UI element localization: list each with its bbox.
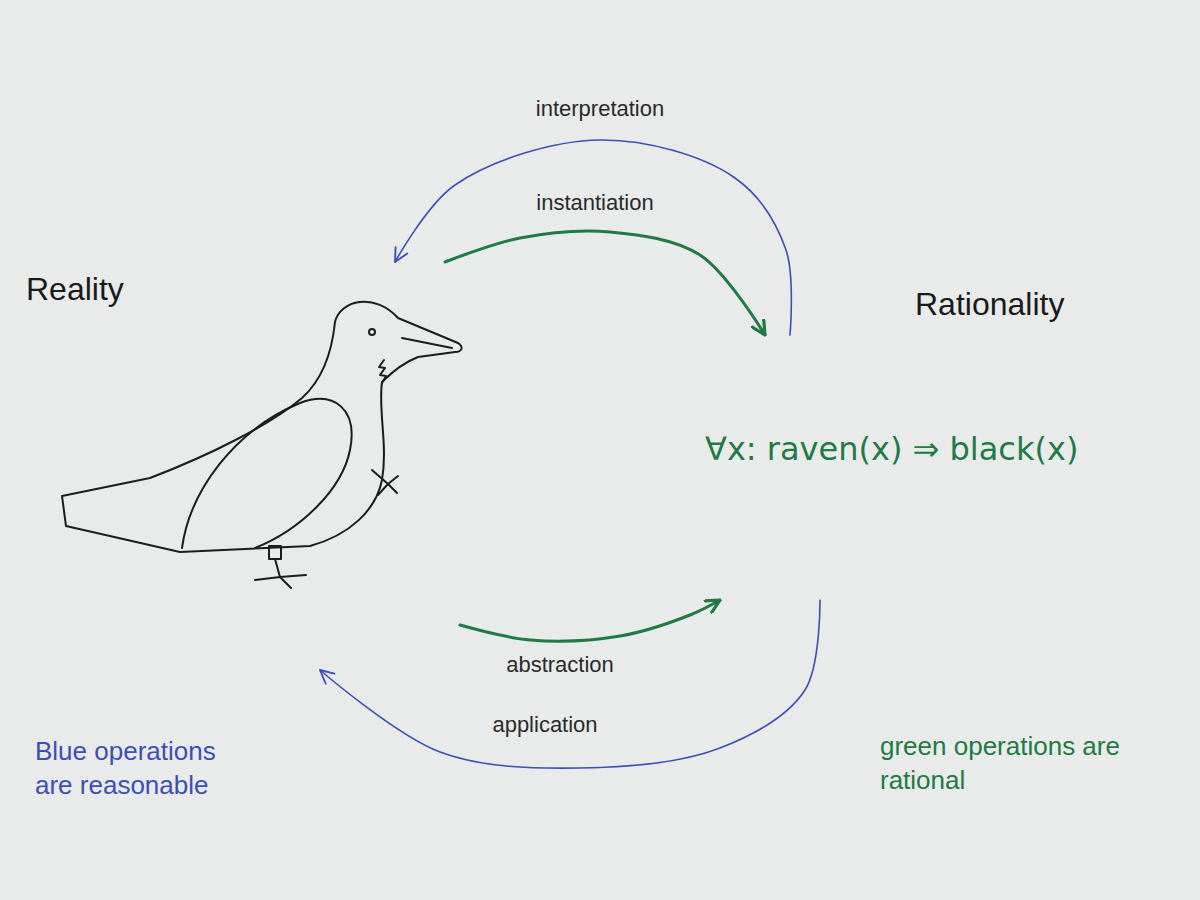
instantiation-arrow [445,231,765,335]
raven-wing [182,399,352,548]
color-note: green operations are rational [880,730,1120,798]
region-heading: Rationality [915,285,1064,323]
raven-body [62,302,462,552]
application-arrow [320,600,820,768]
raven-standing-leg [255,559,306,588]
operation-label: abstraction [503,652,617,678]
reality-region: Reality [20,262,460,670]
logic-formula: ∀x: raven(x) ⇒ black(x) [705,430,1078,468]
color-note: Blue operations are reasonable [35,735,255,803]
raven-eye [369,329,375,335]
rationality-region: Rationality∀x: raven(x) ⇒ black(x) [700,335,1170,600]
abstraction-arrow [460,600,720,641]
interpretation-arrow [395,140,791,335]
raven-leg-band [269,546,281,559]
raven-beak-line [402,338,452,348]
operation-label: interpretation [533,96,667,122]
operation-label: application [489,712,600,738]
raven-throat-feathers [379,360,386,383]
region-heading: Reality [26,270,124,308]
raven-raised-foot [372,470,398,495]
operation-label: instantiation [533,190,656,216]
